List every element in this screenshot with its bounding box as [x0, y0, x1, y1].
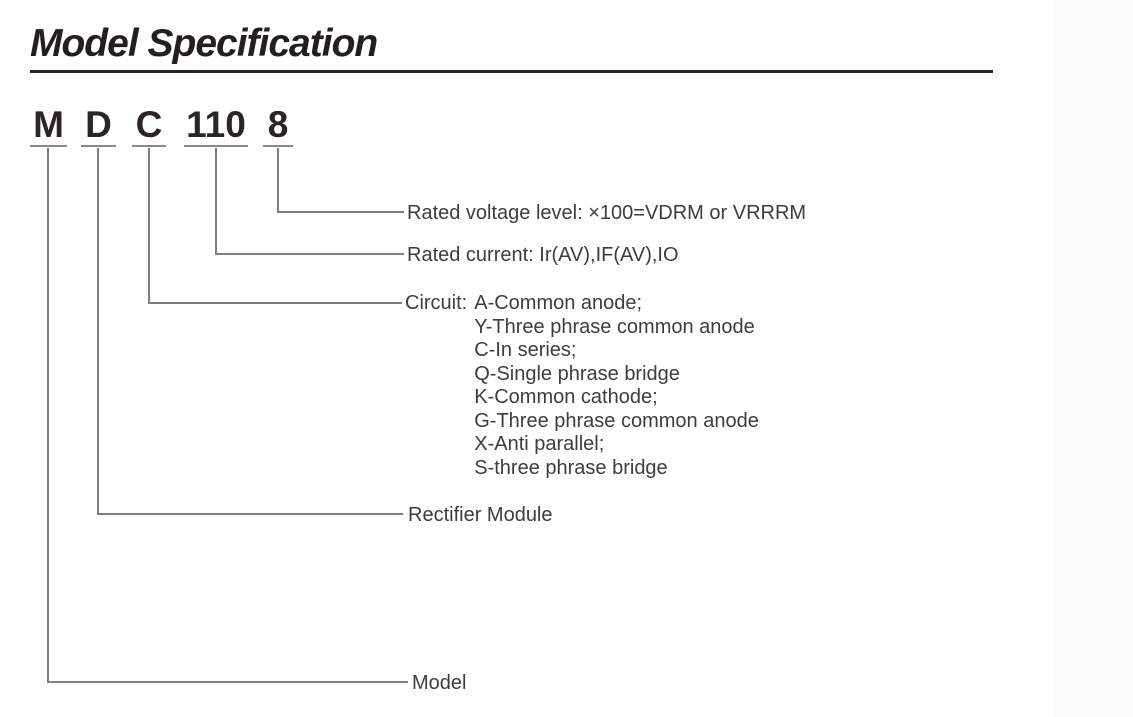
circuit-option: S-three phrase bridge — [474, 456, 668, 479]
code-char-circuit: C — [132, 106, 166, 147]
title-underline — [30, 70, 993, 73]
code-char-module: D — [81, 106, 116, 147]
circuit-option: C-In series; — [474, 339, 577, 361]
callout-model: Model — [412, 672, 467, 694]
code-char-current: 110 — [184, 106, 248, 147]
circuit-label: Circuit: — [405, 292, 468, 314]
callout-circuit: Circuit: A-Common anode; Y-Three phrase … — [405, 292, 759, 480]
leader-line-voltage — [277, 148, 404, 213]
callout-rated-voltage: Rated voltage level: ×100=VDRM or VRRRM — [407, 202, 807, 224]
callout-rectifier-module: Rectifier Module — [408, 504, 553, 526]
callout-rated-current: Rated current: Ir(AV),IF(AV),IO — [407, 244, 679, 266]
page-title: Model Specification — [30, 22, 378, 65]
code-char-voltage: 8 — [263, 106, 293, 147]
leader-line-current — [215, 148, 404, 255]
leader-line-circuit — [148, 148, 402, 304]
circuit-option: K-Common cathode; — [474, 386, 658, 408]
circuit-option: A-Common anode; — [474, 292, 643, 314]
leader-line-rectifier — [97, 148, 403, 515]
leader-line-model — [47, 148, 408, 683]
circuit-options-list: A-Common anode; Y-Three phrase common an… — [474, 292, 759, 480]
circuit-option: X-Anti parallel; — [474, 433, 605, 455]
circuit-option: Y-Three phrase common anode — [474, 315, 755, 338]
circuit-option: G-Three phrase common anode — [474, 409, 759, 432]
code-char-model: M — [30, 106, 67, 147]
circuit-option: Q-Single phrase bridge — [474, 362, 680, 385]
page-edge-strip — [1053, 0, 1133, 717]
